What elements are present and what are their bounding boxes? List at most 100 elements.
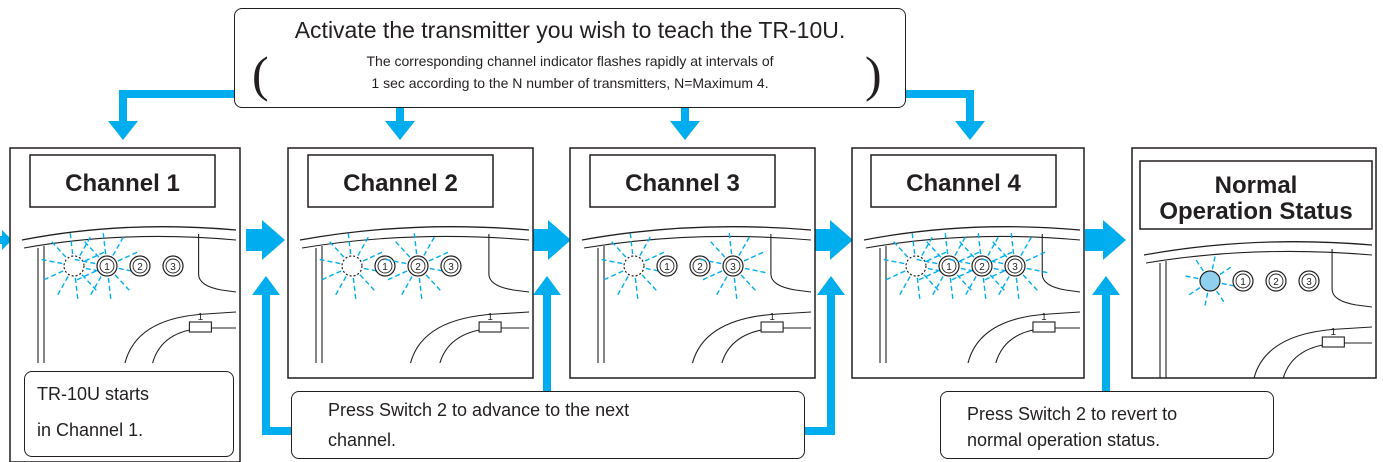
panel-2-title: Channel 2 bbox=[343, 170, 458, 197]
indicator-label-1: 1 bbox=[1240, 277, 1246, 288]
flash-ray bbox=[1025, 250, 1049, 262]
flash-rays-0 bbox=[316, 230, 388, 302]
flash-ray bbox=[911, 230, 916, 255]
revert-note-line-1: Press Switch 2 to revert to bbox=[967, 404, 1178, 424]
switch-curve-outer bbox=[124, 311, 237, 364]
indicator-0 bbox=[623, 255, 645, 277]
flash-ray bbox=[944, 230, 949, 255]
indicator-label-3: 3 bbox=[1306, 277, 1312, 288]
flash-ray bbox=[923, 274, 941, 293]
flash-ray bbox=[948, 270, 972, 282]
housing-right-line bbox=[488, 234, 530, 293]
indicator-label-2: 2 bbox=[979, 262, 985, 273]
flash-ray bbox=[996, 276, 1010, 298]
indicator-0 bbox=[1199, 270, 1221, 292]
panel-5-title-line-1: Normal bbox=[1214, 172, 1298, 199]
flash-ray bbox=[362, 250, 386, 262]
arrow-ch2-line bbox=[396, 108, 404, 125]
indicator-inner-ring bbox=[941, 258, 957, 274]
flash-ray bbox=[946, 258, 971, 265]
flash-rays-2 bbox=[382, 230, 454, 302]
flash-ray bbox=[598, 258, 623, 265]
flash-ray bbox=[347, 230, 352, 255]
flash-ray bbox=[74, 277, 79, 302]
flash-rays-0 bbox=[598, 230, 670, 302]
flash-ray bbox=[915, 270, 939, 282]
flash-ray bbox=[359, 274, 377, 293]
arrow-head-panel-4 bbox=[955, 121, 985, 140]
advance-note-line-1: Press Switch 2 to advance to the next bbox=[328, 400, 630, 420]
flash-ray bbox=[399, 276, 413, 298]
distribution-arrows bbox=[108, 90, 985, 140]
flash-ray bbox=[924, 239, 942, 258]
paren-open: ( bbox=[252, 46, 269, 102]
panel-title-box bbox=[1139, 160, 1373, 230]
panel-title-box bbox=[307, 154, 494, 208]
indicator-inner-ring bbox=[132, 258, 148, 274]
flash-ray bbox=[117, 250, 141, 262]
flash-ray bbox=[1211, 253, 1217, 270]
flash-ray bbox=[916, 277, 921, 302]
flash-ray bbox=[428, 250, 452, 262]
switch-1 bbox=[1321, 336, 1345, 348]
device-arc-inner bbox=[301, 235, 530, 249]
flash-ray bbox=[609, 239, 627, 258]
flash-ray bbox=[956, 274, 974, 293]
panel-5-title-line-2: Operation Status bbox=[1159, 198, 1353, 225]
flash-ray bbox=[418, 277, 423, 302]
indicator-inner-ring bbox=[659, 258, 675, 274]
flash-ray bbox=[1020, 234, 1034, 256]
switch-1 bbox=[1032, 321, 1056, 333]
arrow-right-line-horiz bbox=[904, 90, 974, 98]
flash-rays-3 bbox=[979, 230, 1051, 302]
indicator-inner-ring bbox=[410, 258, 426, 274]
flash-ray bbox=[425, 274, 443, 293]
flash-ray bbox=[743, 250, 767, 262]
device-arc-inner bbox=[23, 235, 237, 249]
flash-ray bbox=[382, 258, 407, 265]
arrow-left-line-vert bbox=[119, 90, 127, 124]
flash-ray bbox=[728, 230, 733, 255]
paren-close: ) bbox=[865, 46, 882, 102]
flash-ray bbox=[699, 270, 723, 282]
flash-ray bbox=[963, 276, 977, 298]
flash-ray bbox=[1203, 292, 1209, 309]
step-arrows bbox=[0, 220, 1126, 260]
panel-title-box bbox=[589, 154, 776, 208]
indicator-inner-ring bbox=[1301, 273, 1317, 289]
arrow-ch4-to-normal bbox=[1085, 220, 1126, 260]
flash-ray bbox=[977, 230, 982, 255]
start-note-box: TR-10U starts in Channel 1. bbox=[24, 371, 234, 457]
indicator-inner-ring bbox=[1268, 273, 1284, 289]
advance-note-box: Press Switch 2 to advance to the next ch… bbox=[291, 391, 805, 459]
housing-right-line bbox=[1041, 234, 1081, 293]
flash-ray bbox=[913, 258, 938, 265]
device-arc-inner bbox=[583, 235, 812, 249]
flash-rays-1 bbox=[71, 230, 143, 302]
top-instruction-title: Activate the transmitter you wish to tea… bbox=[294, 17, 846, 43]
flash-ray bbox=[982, 277, 987, 302]
flash-ray bbox=[744, 267, 769, 274]
flash-ray bbox=[79, 234, 93, 256]
flash-ray bbox=[413, 230, 418, 255]
indicator-label-2: 2 bbox=[137, 262, 143, 273]
indicator-label-1: 1 bbox=[104, 262, 110, 273]
flash-ray bbox=[697, 258, 722, 265]
flash-ray bbox=[114, 274, 132, 293]
flash-rays-0 bbox=[1182, 253, 1238, 309]
indicator-label-3: 3 bbox=[730, 262, 736, 273]
device-arc-outer bbox=[863, 226, 1081, 241]
arrow-head-up-panel-3 bbox=[533, 276, 561, 295]
flash-ray bbox=[88, 276, 102, 298]
flash-ray bbox=[641, 274, 659, 293]
switch-1 bbox=[188, 321, 212, 333]
indicator-0 bbox=[341, 255, 363, 277]
flash-ray bbox=[740, 274, 758, 293]
switch-1-label: 1 bbox=[198, 312, 204, 323]
arrow-ch3-line bbox=[681, 108, 689, 125]
indicator-inner-ring bbox=[165, 258, 181, 274]
flash-ray bbox=[73, 270, 97, 282]
device-arc-outer bbox=[21, 226, 237, 241]
